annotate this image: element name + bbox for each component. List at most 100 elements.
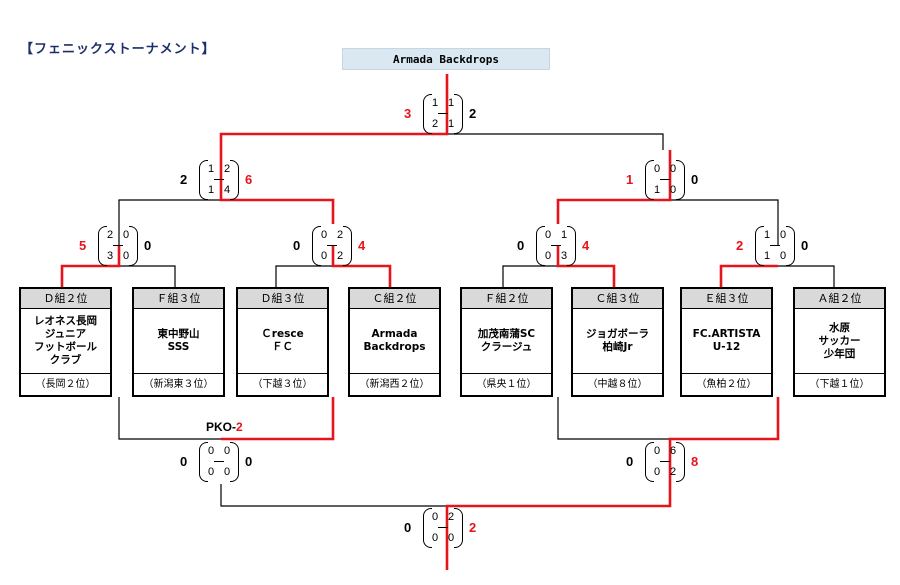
line-r1d-win — [719, 264, 778, 287]
line-r1b-left — [275, 265, 333, 287]
score-dash — [327, 245, 337, 246]
total-score-right: 6 — [245, 172, 253, 187]
paren-left — [423, 508, 432, 548]
half-score: 2 — [336, 229, 344, 241]
total-score-right: 0 — [801, 238, 809, 253]
line-sf1-win — [219, 150, 335, 224]
total-score-left: 1 — [626, 172, 634, 187]
half-score: 1 — [431, 97, 439, 109]
half-score: 0 — [207, 445, 215, 457]
total-score-left: 0 — [626, 454, 634, 469]
line-r1a-right — [119, 265, 176, 287]
total-score-left: 5 — [79, 238, 87, 253]
line-lbf-win — [445, 484, 672, 570]
half-score: 4 — [223, 184, 231, 196]
half-score: 0 — [431, 511, 439, 523]
paren-left — [645, 160, 654, 200]
line-lb2-win — [668, 397, 780, 484]
score-dash — [113, 245, 123, 246]
line-lb1-win — [221, 397, 335, 441]
team-group: Ｆ組３位 — [134, 289, 223, 309]
half-score: 3 — [560, 250, 568, 262]
total-score-right: 0 — [144, 238, 152, 253]
total-score-left: 0 — [180, 454, 188, 469]
team-group: Ｄ組２位 — [21, 289, 110, 309]
team-name: Ｃresce ＦＣ — [261, 328, 304, 353]
team-card: Ｃ組２位 Armada Backdrops （新潟西２位） — [348, 287, 441, 397]
paren-left — [536, 226, 545, 266]
team-card: Ｄ組２位 レオネス長岡 ジュニア フットボール クラブ （長岡２位） — [19, 287, 112, 397]
paren-left — [645, 442, 654, 482]
line-sf2-right — [670, 199, 779, 246]
team-group: Ａ組２位 — [795, 289, 884, 309]
line-final-win — [219, 74, 449, 150]
half-score: 2 — [447, 511, 455, 523]
team-region: （下越１位） — [795, 373, 884, 395]
half-score: 0 — [207, 466, 215, 478]
team-group: Ｆ組２位 — [462, 289, 551, 309]
line-r1b-win — [331, 246, 392, 287]
team-card: Ｃ組３位 ジョガボーラ 柏崎Jr （中越８位） — [571, 287, 664, 397]
line-lb2-left — [557, 397, 670, 440]
half-score: 1 — [560, 229, 568, 241]
line-r1d-right — [778, 265, 835, 287]
half-score: 1 — [207, 163, 215, 175]
total-score-left: 0 — [293, 238, 301, 253]
line-lb1-left — [118, 397, 221, 440]
half-score: 1 — [763, 250, 771, 262]
total-score-left: 2 — [736, 238, 744, 253]
half-score: 0 — [669, 184, 677, 196]
total-score-right: 4 — [582, 238, 590, 253]
team-card: Ｆ組２位 加茂南蒲SC クラージュ （県央１位） — [460, 287, 553, 397]
pk-note: PKO-2 — [206, 420, 243, 434]
total-score-left: 3 — [404, 106, 412, 121]
team-region: （県央１位） — [462, 373, 551, 395]
team-region: （魚柏２位） — [682, 373, 771, 395]
team-card: Ｅ組３位 FC.ARTISTA U-12 （魚柏２位） — [680, 287, 773, 397]
paren-left — [755, 226, 764, 266]
champion-label: Armada Backdrops — [342, 48, 550, 70]
team-region: （新潟西２位） — [350, 373, 439, 395]
team-name: Armada Backdrops — [363, 328, 426, 353]
total-score-right: 2 — [469, 106, 477, 121]
half-score: 1 — [447, 118, 455, 130]
total-score-right: 0 — [691, 172, 699, 187]
team-name: レオネス長岡 ジュニア フットボール クラブ — [34, 315, 97, 366]
half-score: 0 — [653, 445, 661, 457]
score-dash — [438, 113, 448, 114]
half-score: 1 — [447, 97, 455, 109]
half-score: 0 — [122, 250, 130, 262]
total-score-right: 2 — [469, 520, 477, 535]
total-score-right: 4 — [358, 238, 366, 253]
paren-left — [199, 442, 208, 482]
half-score: 2 — [223, 163, 231, 175]
line-final-right — [447, 133, 664, 150]
half-score: 1 — [207, 184, 215, 196]
page-title: 【フェニックストーナメント】 — [20, 42, 216, 57]
paren-left — [199, 160, 208, 200]
team-group: Ｄ組３位 — [238, 289, 327, 309]
line-r1a-win — [60, 246, 121, 287]
team-group: Ｃ組３位 — [573, 289, 662, 309]
score-dash — [770, 245, 780, 246]
team-name: FC.ARTISTA U-12 — [692, 328, 761, 353]
team-name: 東中野山 SSS — [157, 328, 200, 353]
team-region: （中越８位） — [573, 373, 662, 395]
half-score: 0 — [122, 229, 130, 241]
line-lbf-left — [220, 484, 447, 507]
half-score: 0 — [320, 229, 328, 241]
score-dash — [660, 461, 670, 462]
line-sf1-left — [118, 199, 221, 246]
total-score-left: 0 — [404, 520, 412, 535]
half-score: 2 — [669, 466, 677, 478]
half-score: 0 — [544, 250, 552, 262]
